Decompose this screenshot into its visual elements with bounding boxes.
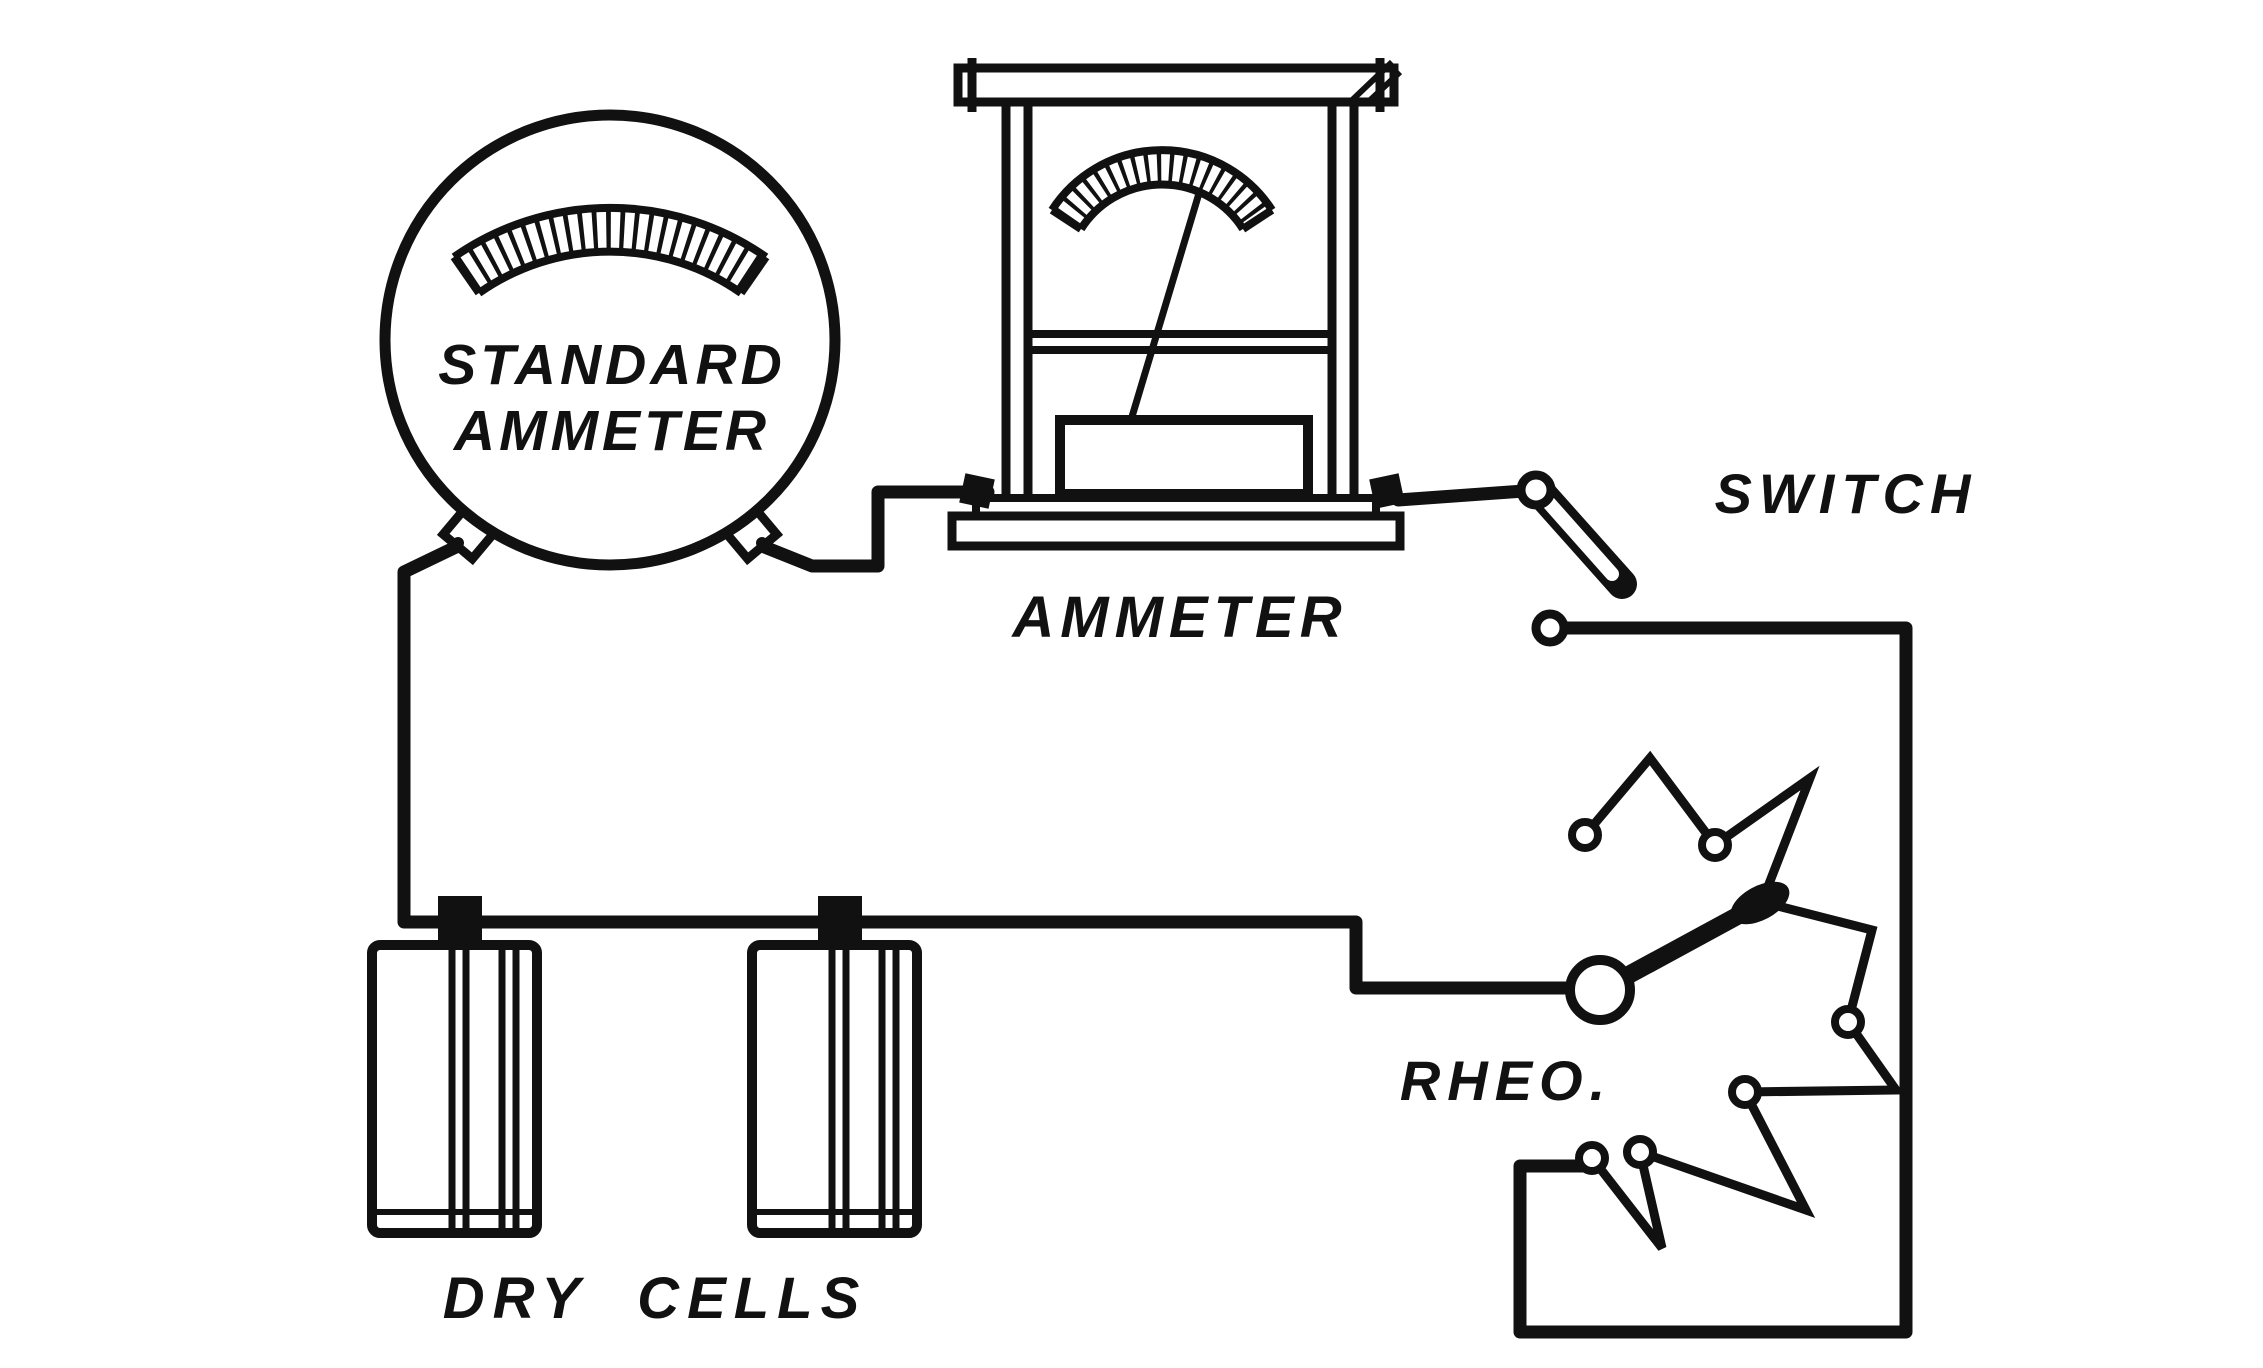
ammeter: AMMETER: [947, 58, 1405, 650]
scale-inner-arc: [476, 247, 744, 297]
lug-hole-right: [756, 537, 768, 549]
wire-cell2-to-rheostat: [833, 915, 1607, 995]
scale-endcap-right: [1240, 206, 1275, 233]
cell-stripes: [448, 950, 520, 1228]
meter-crossbars: [1028, 330, 1332, 354]
rheostat-label: RHEO.: [1400, 1049, 1612, 1112]
contact-stud: [1698, 828, 1732, 862]
scale-endcap-left: [450, 254, 483, 296]
dry-cell-2: [747, 896, 922, 1238]
scale-inner-arc: [1077, 180, 1247, 232]
coil-box: [1055, 415, 1313, 499]
wire-ammeter-to-switch: [1391, 484, 1531, 507]
wires: [397, 484, 1913, 1339]
scale-endcap-right: [737, 254, 770, 296]
ammeter-label: AMMETER: [1010, 585, 1347, 650]
wire-std-ammeter-to-ammeter: [755, 485, 995, 573]
lug-hole-left: [452, 537, 464, 549]
scale-tick-marks: [1052, 150, 1272, 229]
contact-stud: [1623, 1135, 1657, 1169]
contact-stud: [1831, 1005, 1865, 1039]
rheostat: RHEO.: [1400, 750, 1905, 1251]
stand-top-bar-hatch: [1345, 59, 1403, 107]
contact-stud: [1728, 1075, 1762, 1109]
base-plate-bottom: [947, 511, 1405, 551]
knife-switch: SWITCH: [1516, 462, 1978, 647]
switch-pivot-terminal: [1516, 470, 1556, 510]
wiper-arm: [1603, 899, 1761, 993]
base-terminal-left: [959, 473, 995, 509]
dry-cells-label: DRY CELLS: [443, 1266, 868, 1331]
contact-stud: [1575, 1141, 1609, 1175]
switch-label: SWITCH: [1715, 462, 1978, 525]
cell-terminal: [818, 896, 862, 950]
cell-stripes: [828, 950, 900, 1228]
wire-switch-to-rheostat: [1513, 621, 1913, 1339]
ammeter-scale: [1048, 146, 1276, 233]
switch-contact-terminal: [1531, 609, 1569, 647]
stand-top-bar: [953, 63, 1399, 107]
wiper-contact-blob: [1730, 881, 1790, 925]
scale-outer-arc: [1048, 146, 1276, 213]
stand-top-bar-endcaps: [967, 58, 1385, 112]
base-terminal-right: [1369, 473, 1405, 509]
scale-tick-marks: [455, 210, 765, 292]
cell-terminal: [438, 896, 482, 950]
scale-outer-arc: [451, 203, 769, 261]
dry-cell-1: [367, 896, 542, 1238]
standard-ammeter: STANDARD AMMETER: [379, 109, 841, 571]
wiper-knob: [1565, 955, 1635, 1025]
standard-ammeter-scale: [450, 203, 770, 297]
contact-stud: [1568, 818, 1602, 852]
wire-std-ammeter-to-cell1: [397, 539, 469, 929]
standard-ammeter-label-line2: AMMETER: [452, 399, 770, 463]
stand-posts: [1001, 102, 1359, 502]
meter-needle: [1124, 188, 1204, 432]
switch-blade-fill: [1542, 496, 1619, 581]
meter-case: [379, 109, 841, 571]
contact-studs: [1568, 818, 1865, 1175]
standard-ammeter-label-line1: STANDARD: [438, 333, 786, 397]
scale-endcap-left: [1049, 206, 1084, 233]
